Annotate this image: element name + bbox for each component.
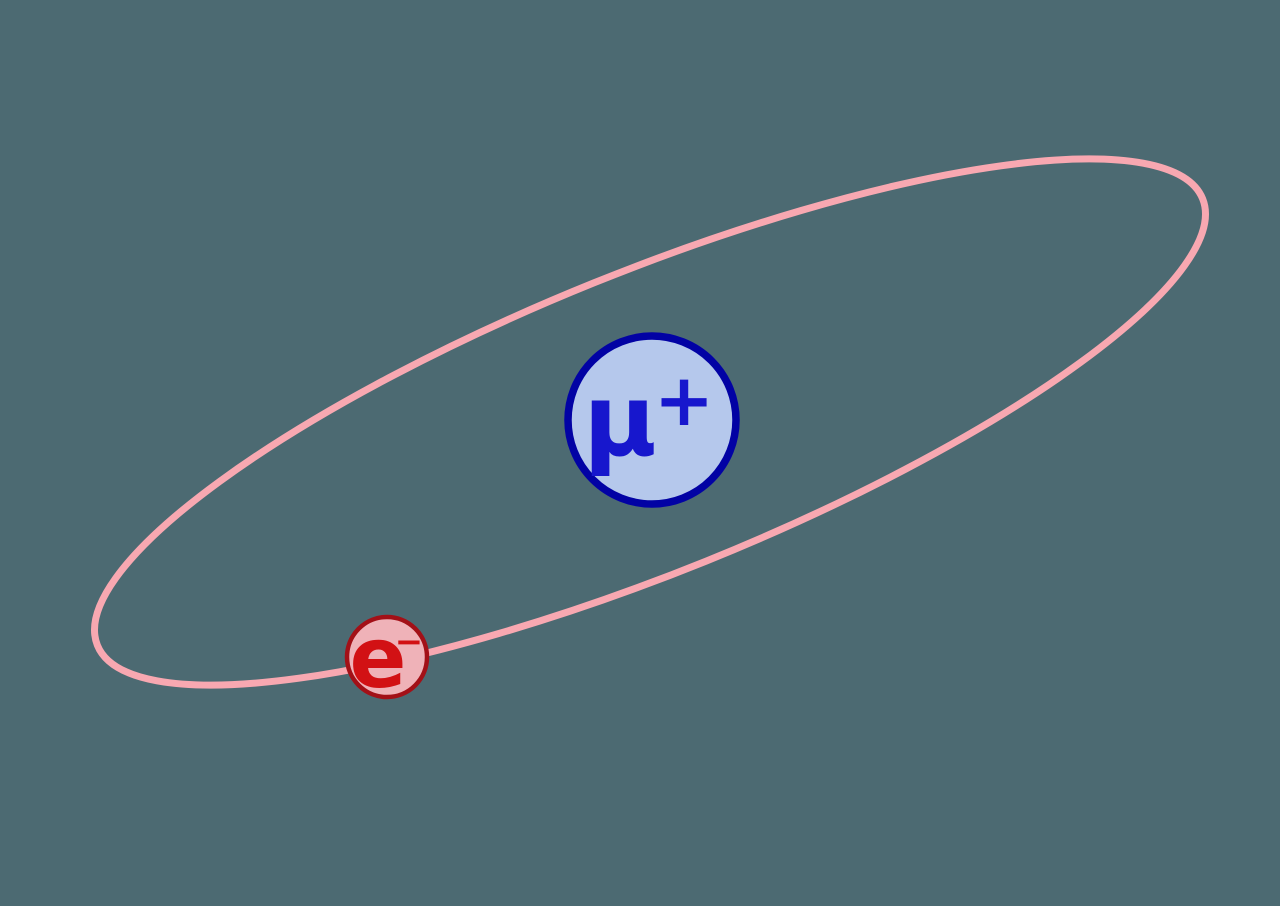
electron-orbit-ellipse: [91, 155, 1209, 689]
electron-circle: [344, 614, 430, 700]
electron-particle: e −: [344, 609, 430, 707]
electron-symbol: e: [350, 609, 407, 707]
antimuon-charge-sign: +: [654, 358, 714, 442]
antimuon-symbol: μ: [583, 362, 657, 479]
antimuon-circle: [564, 332, 740, 508]
electron-charge-sign: −: [395, 622, 424, 662]
antimuon-particle: μ +: [564, 332, 740, 508]
